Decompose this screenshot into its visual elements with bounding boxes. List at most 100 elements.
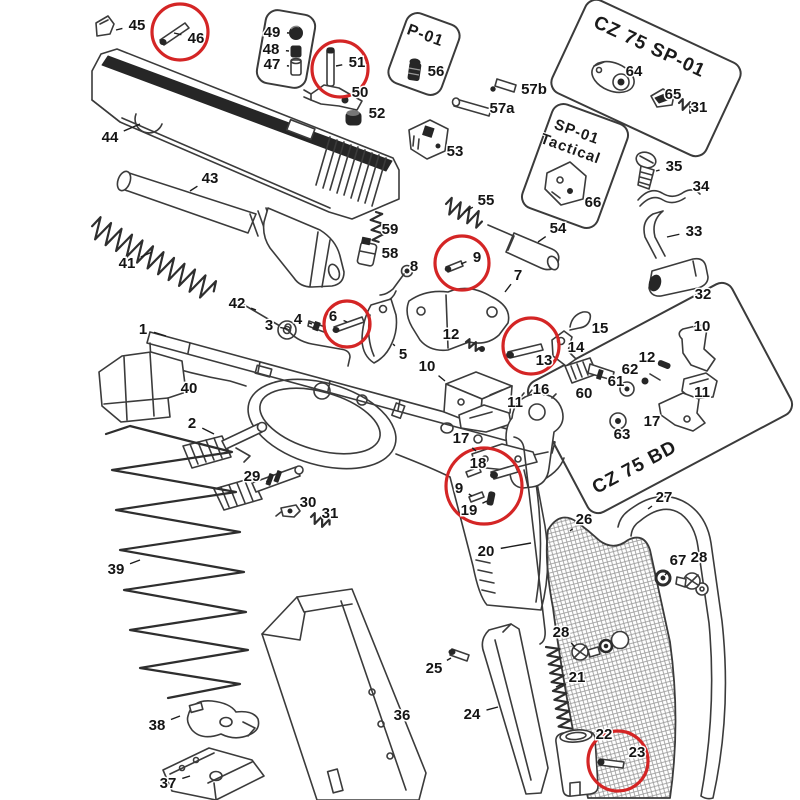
highlight-circle (310, 39, 370, 99)
pin-32-shape (648, 257, 709, 297)
screw-35-shape (635, 151, 657, 190)
part-label-37: 37 (160, 775, 177, 792)
part-label-5: 5 (399, 346, 407, 363)
part-label-44: 44 (102, 129, 119, 146)
leader-line (438, 375, 446, 382)
part-label-9: 9 (473, 249, 481, 266)
highlight-circle (586, 729, 650, 793)
part-label-33: 33 (686, 223, 703, 240)
spring-34-shape (637, 189, 701, 207)
highlight-circle (322, 299, 372, 349)
part-label-21: 21 (569, 669, 586, 686)
part-label-25: 25 (426, 660, 443, 677)
part-label-49: 49 (264, 24, 281, 41)
part-label-8: 8 (410, 258, 418, 275)
part-label-40: 40 (181, 380, 198, 397)
cap-52-shape (345, 110, 362, 126)
barrel-shape (116, 170, 345, 288)
part-label-6: 6 (329, 308, 337, 325)
part-label-57a: 57a (489, 100, 515, 117)
part-label-51: 51 (349, 54, 366, 71)
leader-line (647, 505, 653, 510)
part-label-36: 36 (394, 707, 411, 724)
part-label-17: 17 (453, 430, 470, 447)
part-label-41: 41 (119, 255, 136, 272)
spring-59-shape (369, 210, 386, 243)
part-label-27: 27 (656, 489, 673, 506)
pins-57-shape (451, 78, 517, 117)
leader-line (265, 480, 270, 483)
part-label-47: 47 (264, 56, 281, 73)
part-40-shape (98, 351, 187, 423)
leader-line (308, 322, 313, 325)
part-label-43: 43 (202, 170, 219, 187)
tactical-part-66-shape (544, 161, 587, 206)
p01-part-56-shape (407, 58, 422, 81)
pin-25-shape (448, 648, 470, 662)
leader-line (569, 528, 574, 532)
trigger-shape (361, 298, 398, 364)
bd-parts-shape (564, 324, 718, 432)
part-label-20: 20 (478, 543, 495, 560)
part-label-14: 14 (568, 339, 585, 356)
plug-22-shape (555, 729, 599, 797)
leader-line (446, 657, 452, 661)
part-label-15: 15 (592, 320, 609, 337)
part-label-65: 65 (665, 86, 682, 103)
mag-spring-shape (104, 424, 250, 700)
part-label-28: 28 (553, 624, 570, 641)
grip-screws-shape (571, 569, 701, 661)
pin-6-shape (332, 316, 365, 333)
part-label-67: 67 (670, 552, 687, 569)
pin-13-shape (506, 343, 544, 359)
slide-shape (91, 48, 400, 220)
leader-line (664, 570, 669, 576)
part-label-10: 10 (419, 358, 436, 375)
leader-line (189, 185, 198, 192)
part-label-31: 31 (322, 505, 339, 522)
part-label-9: 9 (455, 480, 463, 497)
recoil-assembly-shape (444, 196, 560, 271)
part-label-35: 35 (666, 158, 683, 175)
magazine-shape (261, 588, 427, 800)
follower-shape (186, 699, 260, 739)
leader-line (666, 233, 680, 238)
part-label-7: 7 (514, 267, 522, 284)
pin-9-upper-shape (444, 260, 464, 273)
part-label-56: 56 (428, 63, 445, 80)
leader-line (280, 326, 288, 330)
part-label-4: 4 (294, 311, 303, 328)
p01-box: P-01 (387, 12, 461, 96)
grip-left-shape (545, 516, 677, 799)
part-label-13: 13 (536, 352, 553, 369)
strut-24-shape (481, 623, 549, 795)
leader-line (471, 447, 477, 452)
highlight-circle (444, 446, 524, 526)
pin-46-shape (159, 22, 190, 46)
highlight-circle (150, 2, 210, 62)
mainspring-21-shape (544, 645, 573, 730)
leader-line (460, 260, 467, 265)
leader-line (170, 715, 181, 721)
part-label-11: 11 (694, 384, 710, 401)
highlight-circle (501, 316, 561, 376)
part-label-45: 45 (129, 17, 146, 34)
leader-line (486, 706, 499, 711)
pin-4-shape (307, 320, 326, 333)
part-58-shape (356, 236, 378, 267)
recoil-spring-shape (90, 216, 218, 299)
spring-33-shape (643, 210, 666, 259)
part-label-64: 64 (626, 63, 643, 80)
part-label-53: 53 (447, 143, 464, 160)
front-sight-shape (95, 15, 115, 37)
part-label-32: 32 (695, 286, 712, 303)
leader-line (537, 236, 547, 243)
part-label-62: 62 (622, 361, 639, 378)
baseplate-shape (162, 747, 265, 800)
part-label-26: 26 (576, 511, 593, 528)
pin-8-shape (379, 264, 414, 303)
part-label-22: 22 (596, 726, 613, 743)
